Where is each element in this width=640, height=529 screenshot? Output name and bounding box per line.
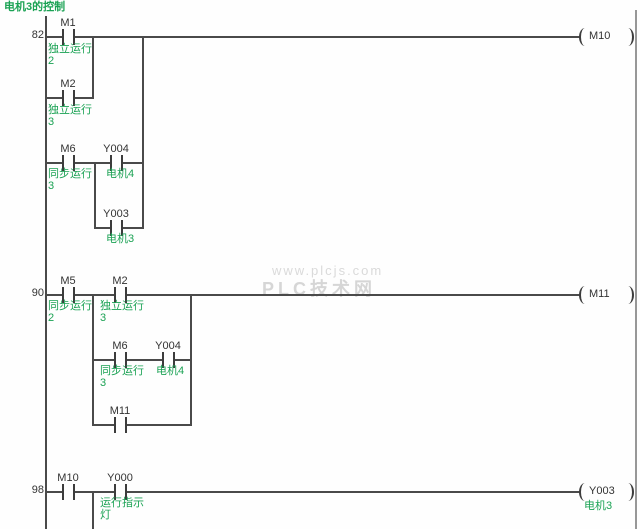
contact-comment: 电机3 — [106, 233, 135, 245]
contact-comment: 独立运行 2 — [48, 43, 92, 67]
contact-address-label: M1 — [60, 17, 76, 29]
contact-address-label: Y000 — [107, 472, 133, 484]
watermark-sitename: PLC技术网 — [262, 279, 376, 299]
contact-M5[interactable] — [62, 287, 75, 303]
contact-address-label: Y004 — [155, 340, 181, 352]
contact-comment: 电机4 — [106, 168, 135, 180]
contact-address-label: M5 — [60, 275, 76, 287]
wire — [142, 36, 144, 229]
contact-M2[interactable] — [62, 90, 75, 106]
coil-left-paren-icon — [579, 483, 587, 501]
coil-comment: 电机3 — [584, 500, 613, 512]
contact-M6[interactable] — [62, 155, 75, 171]
contact-Y004[interactable] — [162, 352, 175, 368]
wire — [92, 424, 190, 426]
contact-address-label: M2 — [60, 78, 76, 90]
contact-comment: 电机4 — [156, 365, 185, 377]
program-section-title: 电机3的控制 — [4, 1, 66, 13]
coil-left-paren-icon — [579, 28, 587, 46]
contact-M6[interactable] — [114, 352, 127, 368]
rung-number-82: 82 — [31, 29, 44, 41]
contact-Y000[interactable] — [114, 484, 127, 500]
rung-number-90: 90 — [31, 287, 44, 299]
contact-Y004[interactable] — [110, 155, 123, 171]
coil-left-paren-icon — [579, 286, 587, 304]
contact-comment: 独立运行 3 — [48, 104, 92, 128]
wire — [46, 36, 580, 38]
coil-address-label: Y003 — [589, 485, 615, 497]
contact-comment: 同步运行 2 — [48, 300, 92, 324]
left-power-rail — [45, 16, 47, 529]
right-power-rail — [635, 10, 637, 529]
contact-comment: 同步运行 3 — [48, 168, 92, 192]
watermark-url: www.plcjs.com — [272, 263, 384, 278]
contact-M1[interactable] — [62, 29, 75, 45]
rung-number-98: 98 — [31, 484, 44, 496]
contact-address-label: M6 — [112, 340, 128, 352]
coil-right-paren-icon — [626, 286, 634, 304]
contact-M10[interactable] — [62, 484, 75, 500]
wire — [92, 491, 94, 529]
contact-M11[interactable] — [114, 417, 127, 433]
wire — [46, 491, 580, 493]
contact-address-label: Y004 — [103, 143, 129, 155]
coil-address-label: M10 — [589, 30, 611, 42]
wire — [92, 359, 190, 361]
wire — [190, 294, 192, 426]
contact-M2[interactable] — [114, 287, 127, 303]
contact-address-label: M6 — [60, 143, 76, 155]
contact-address-label: Y003 — [103, 208, 129, 220]
wire — [46, 294, 580, 296]
coil-right-paren-icon — [626, 483, 634, 501]
contact-Y003[interactable] — [110, 220, 123, 236]
contact-comment: 运行指示 灯 — [100, 497, 144, 521]
contact-address-label: M10 — [57, 472, 79, 484]
coil-right-paren-icon — [626, 28, 634, 46]
wire — [92, 36, 94, 99]
contact-address-label: M11 — [109, 405, 131, 417]
wire — [94, 162, 96, 229]
contact-comment: 独立运行 3 — [100, 300, 144, 324]
coil-address-label: M11 — [589, 288, 610, 300]
contact-comment: 同步运行 3 — [100, 365, 144, 389]
contact-address-label: M2 — [112, 275, 128, 287]
